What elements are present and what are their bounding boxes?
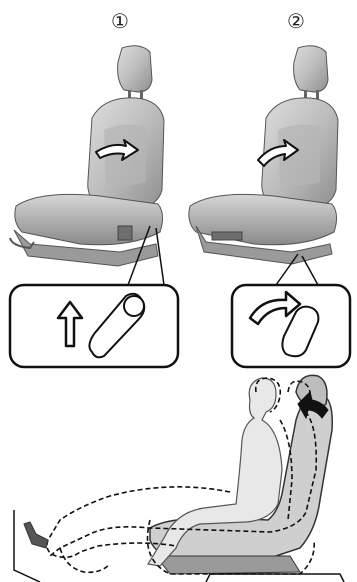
seat-2-label: ② bbox=[287, 9, 305, 33]
seat-1-label: ① bbox=[111, 9, 129, 33]
seat-1 bbox=[10, 46, 164, 266]
seat-2 bbox=[189, 46, 338, 264]
lever-callout-2 bbox=[232, 285, 350, 367]
recline-illustration bbox=[14, 375, 344, 582]
lever-callout-1 bbox=[10, 285, 178, 367]
